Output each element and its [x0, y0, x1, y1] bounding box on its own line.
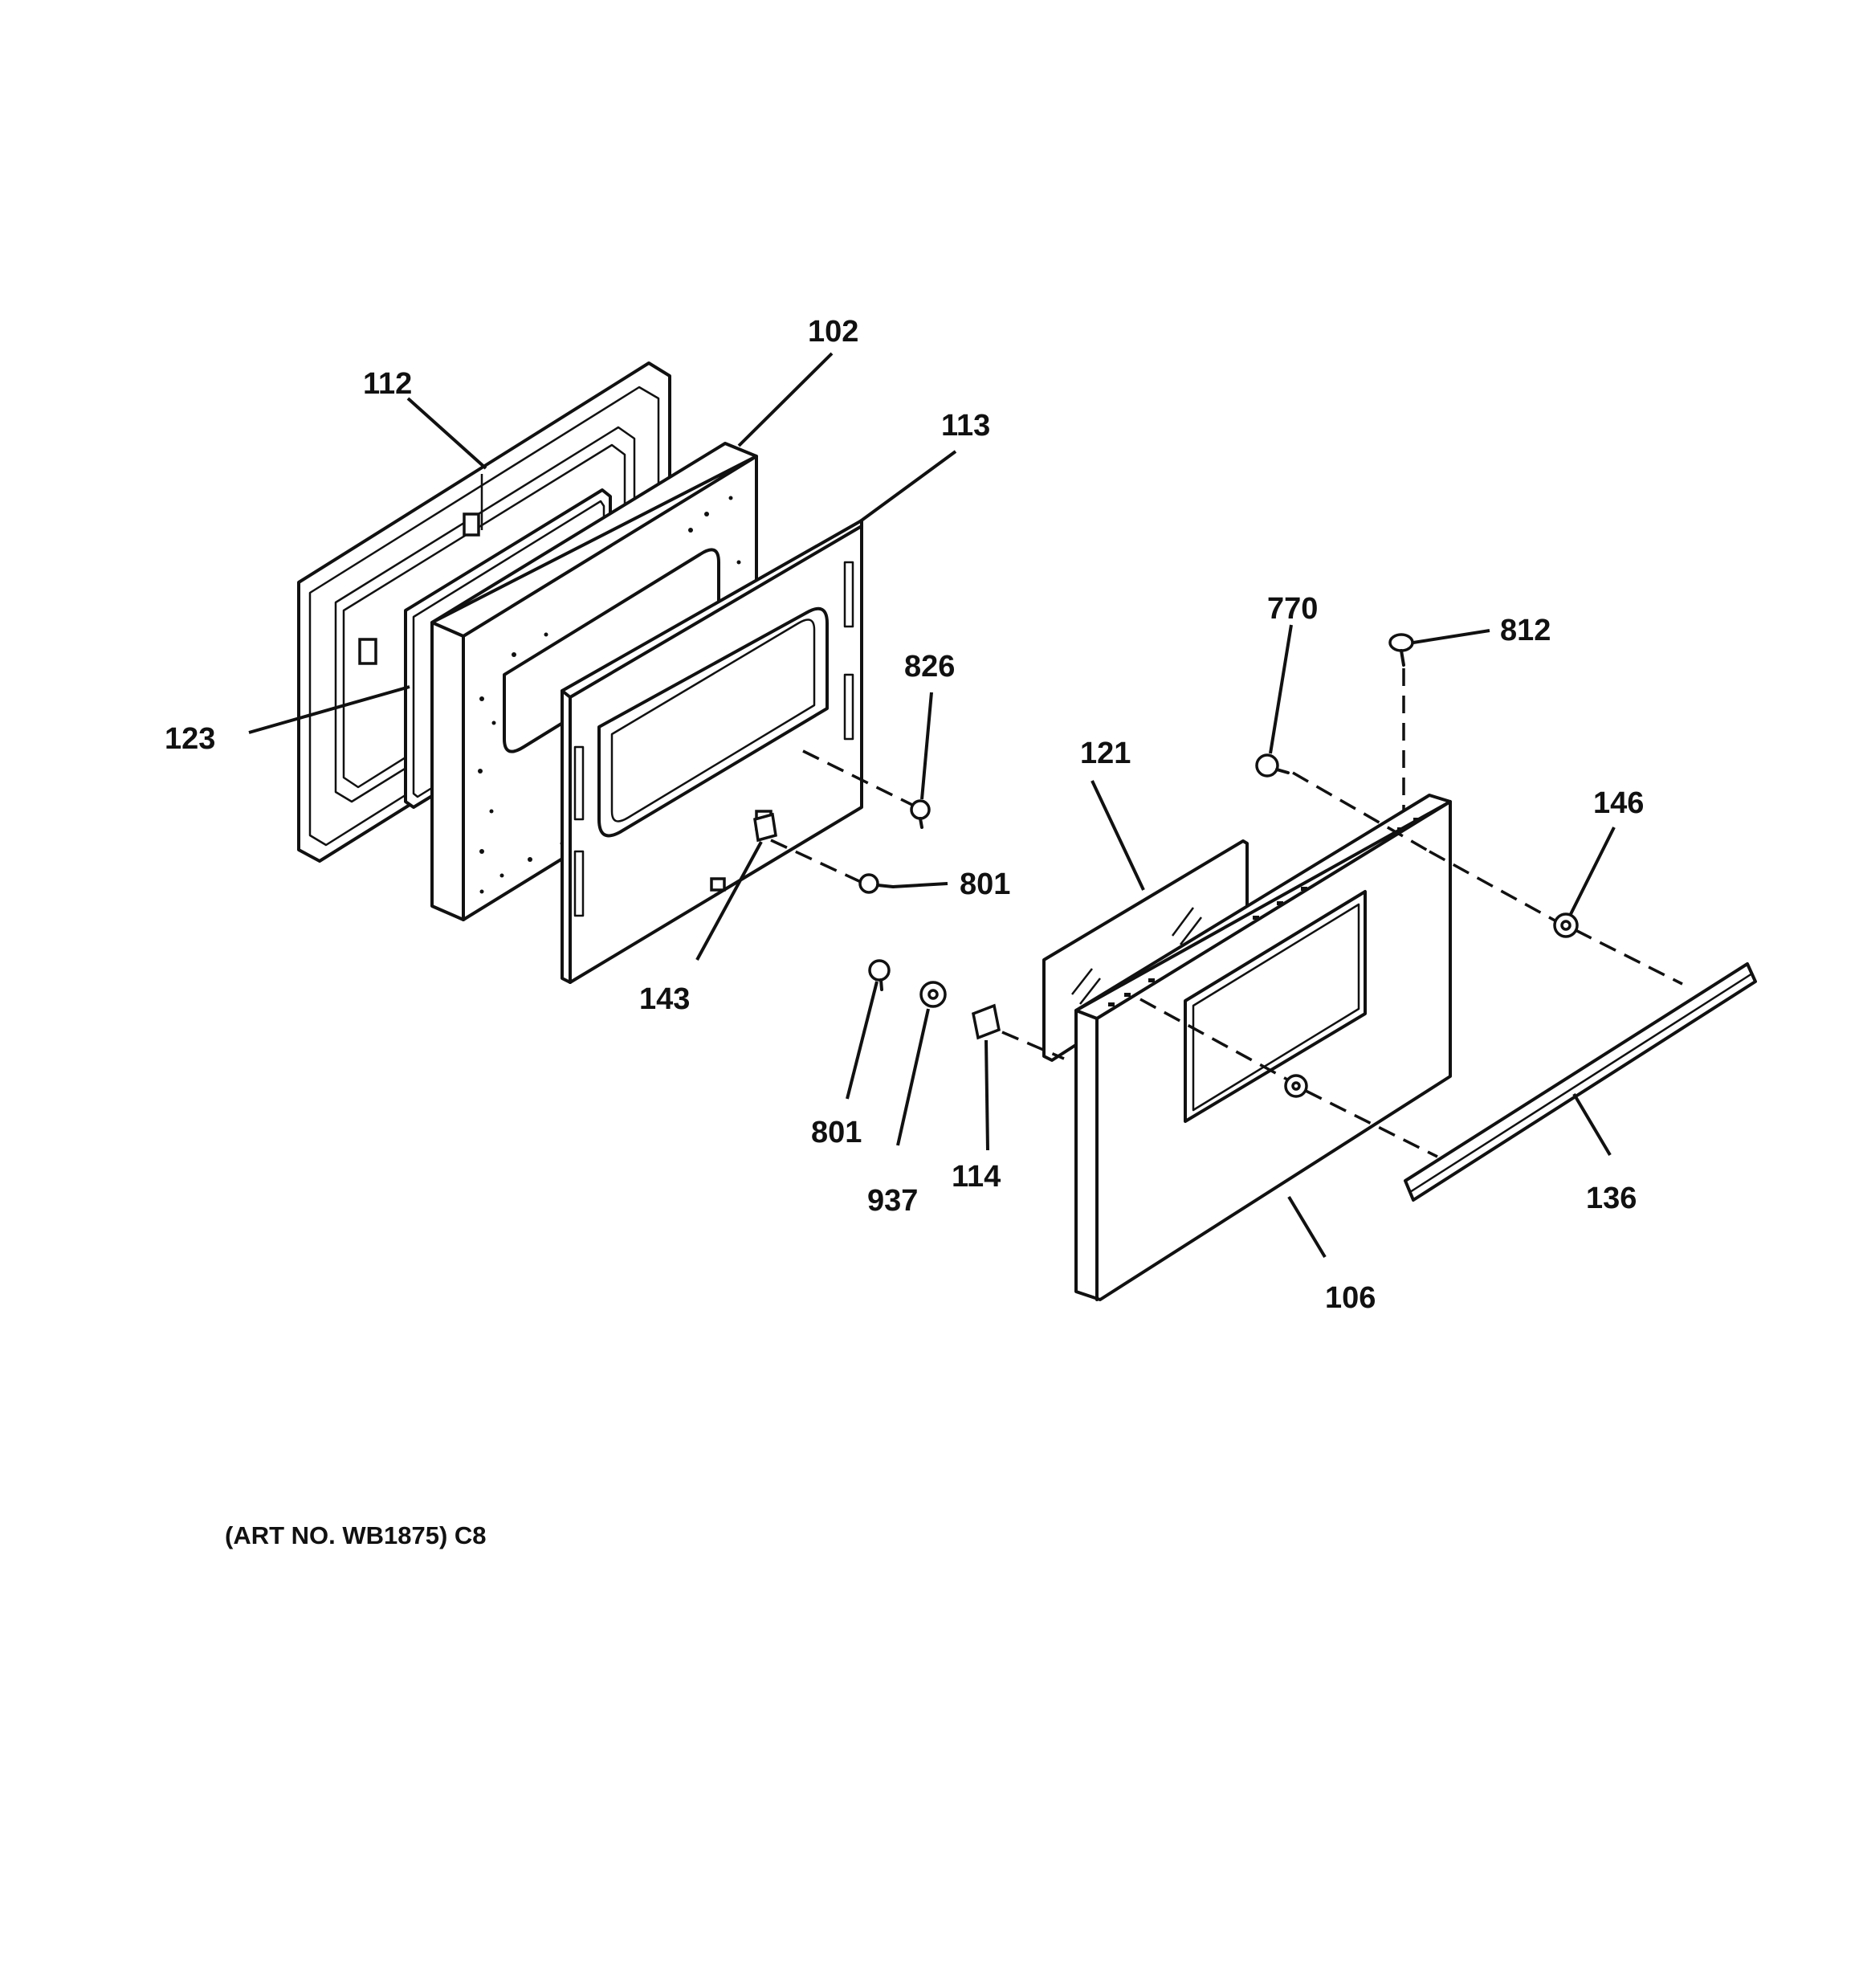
- part-106-outer-door-panel: [1074, 794, 1452, 1301]
- label-801-lower: 801: [811, 1116, 862, 1149]
- label-937: 937: [867, 1184, 918, 1218]
- part-801-screw-upper: [770, 839, 895, 894]
- label-801-upper: 801: [960, 867, 1010, 901]
- label-770: 770: [1267, 592, 1318, 626]
- part-770-screw: [1255, 753, 1430, 853]
- part-143-hinge: [753, 812, 777, 843]
- label-812: 812: [1500, 614, 1551, 647]
- part-136-trim-strip: [1404, 962, 1757, 1202]
- label-143: 143: [639, 982, 690, 1016]
- label-826: 826: [904, 650, 955, 684]
- nut-on-outer-panel: [1139, 998, 1438, 1158]
- leader-lines: [248, 352, 1616, 1259]
- label-106: 106: [1325, 1281, 1376, 1315]
- label-136: 136: [1586, 1182, 1637, 1215]
- part-812-screw: [1388, 633, 1414, 811]
- label-123: 123: [165, 722, 215, 756]
- art-number-caption: (ART NO. WB1875) C8: [225, 1521, 487, 1549]
- label-121: 121: [1080, 737, 1131, 770]
- part-113-inner-door-panel: [561, 519, 863, 984]
- part-937-washer: [919, 981, 947, 1008]
- label-146: 146: [1593, 786, 1644, 820]
- part-146-clip: [1429, 850, 1683, 986]
- label-113: 113: [941, 409, 990, 443]
- part-801-screw-lower: [868, 959, 891, 991]
- label-112: 112: [363, 367, 412, 401]
- label-102: 102: [808, 315, 858, 349]
- part-114-hinge-bracket: [971, 1003, 1065, 1060]
- label-114: 114: [952, 1160, 1001, 1194]
- part-826-screw: [802, 749, 931, 829]
